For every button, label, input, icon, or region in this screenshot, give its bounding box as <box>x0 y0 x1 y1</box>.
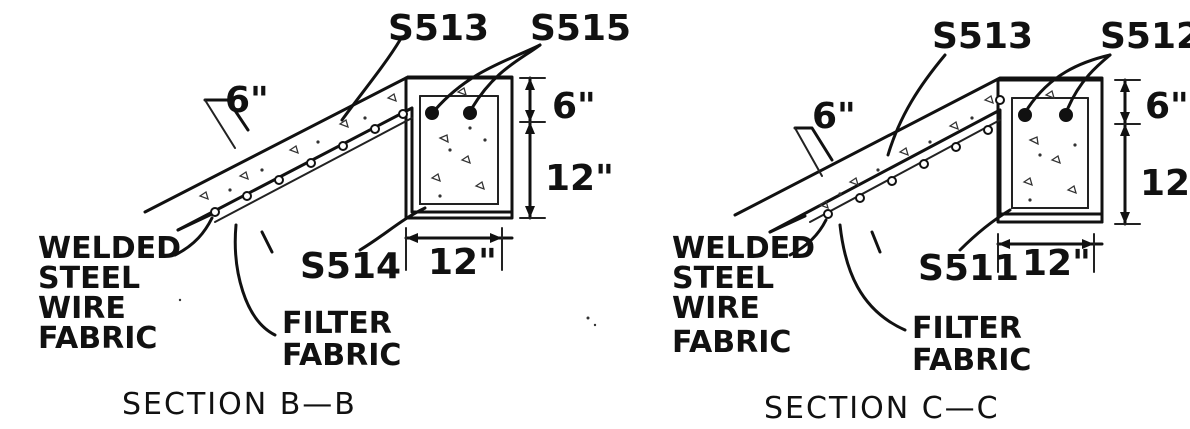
filter-arrow-b <box>260 230 274 254</box>
section-title-b: SECTION B—B <box>122 387 357 422</box>
top-bar-leader-c <box>886 53 947 157</box>
dim-side-label-b: 12" <box>545 158 614 199</box>
section-b-b: 6" S513 S515 6" 12" 12" S <box>38 8 631 422</box>
top-bar-leader-b <box>340 38 402 122</box>
slab-b <box>143 75 514 232</box>
top-bar-label-c: S513 <box>932 16 1033 57</box>
corner-bars-c <box>1018 108 1073 122</box>
dim-bottom-label-b: 12" <box>428 242 497 283</box>
mesh-label-b-2: STEEL <box>38 261 140 296</box>
section-title-c: SECTION C—C <box>764 391 1000 426</box>
top-bar-label-b: S513 <box>388 8 489 49</box>
corner-leader-b-2 <box>470 43 542 110</box>
mesh-label-b-4: FABRIC <box>38 321 157 356</box>
dim-side-label-c: 12' <box>1140 163 1190 204</box>
thickness-dim-c <box>793 126 834 177</box>
mesh-label-b-3: WIRE <box>38 291 126 326</box>
beam-b <box>404 76 514 220</box>
vertical-dim-b <box>519 76 546 220</box>
filter-label-b-1: FILTER <box>282 306 392 341</box>
filter-fabric-line-b <box>214 117 413 223</box>
horizontal-dim-b <box>404 227 514 271</box>
filter-arrow-c <box>870 230 882 254</box>
mesh-label-c-3: WIRE <box>672 291 760 326</box>
filter-fabric-line-c <box>809 119 1001 223</box>
mesh-bars-c <box>823 95 1005 219</box>
thickness-label-c: 6" <box>812 96 856 137</box>
horizontal-dim-c <box>996 233 1104 273</box>
corner-bars-b <box>425 106 477 120</box>
dim-top-label-c: 6" <box>1145 86 1189 127</box>
mesh-label-c-1: WELDED <box>672 231 815 266</box>
filter-label-b-2: FABRIC <box>282 338 401 373</box>
corner-leader-b-1 <box>433 43 542 112</box>
corner-leader-c-1 <box>1026 53 1112 110</box>
mesh-bars-b <box>210 109 408 217</box>
stirrup-label-c: S511 <box>918 248 1019 289</box>
thickness-dim-b <box>203 98 250 149</box>
section-c-c: 6" S513 S512 6" 12' 12" S511 WELDED <box>672 16 1190 426</box>
concrete-texture-b <box>198 86 487 201</box>
filter-leader-b <box>233 223 277 337</box>
thickness-label-b: 6" <box>225 80 269 121</box>
stirrup-leader-b <box>358 206 427 252</box>
corner-bars-label-c: S512 <box>1100 16 1190 57</box>
filter-label-c-1: FILTER <box>912 311 1022 346</box>
vertical-dim-c <box>1114 78 1141 226</box>
corner-bars-label-b: S515 <box>530 8 631 49</box>
filter-leader-c <box>838 223 907 332</box>
mesh-leader-c <box>788 218 828 257</box>
dim-bottom-label-c: 12" <box>1022 243 1091 284</box>
mesh-label-c-4: FABRIC <box>672 325 791 360</box>
corner-leader-c-2 <box>1066 53 1112 110</box>
mesh-label-b-1: WELDED <box>38 231 181 266</box>
mesh-leader-b <box>173 216 214 257</box>
filter-label-c-2: FABRIC <box>912 343 1031 378</box>
beam-c <box>996 78 1104 224</box>
mesh-label-c-2: STEEL <box>672 261 774 296</box>
stirrup-label-b: S514 <box>300 246 401 287</box>
concrete-texture-c <box>818 89 1077 210</box>
stirrup-leader-c <box>958 208 1012 252</box>
scan-specks <box>178 298 597 327</box>
dim-top-label-b: 6" <box>552 86 596 127</box>
